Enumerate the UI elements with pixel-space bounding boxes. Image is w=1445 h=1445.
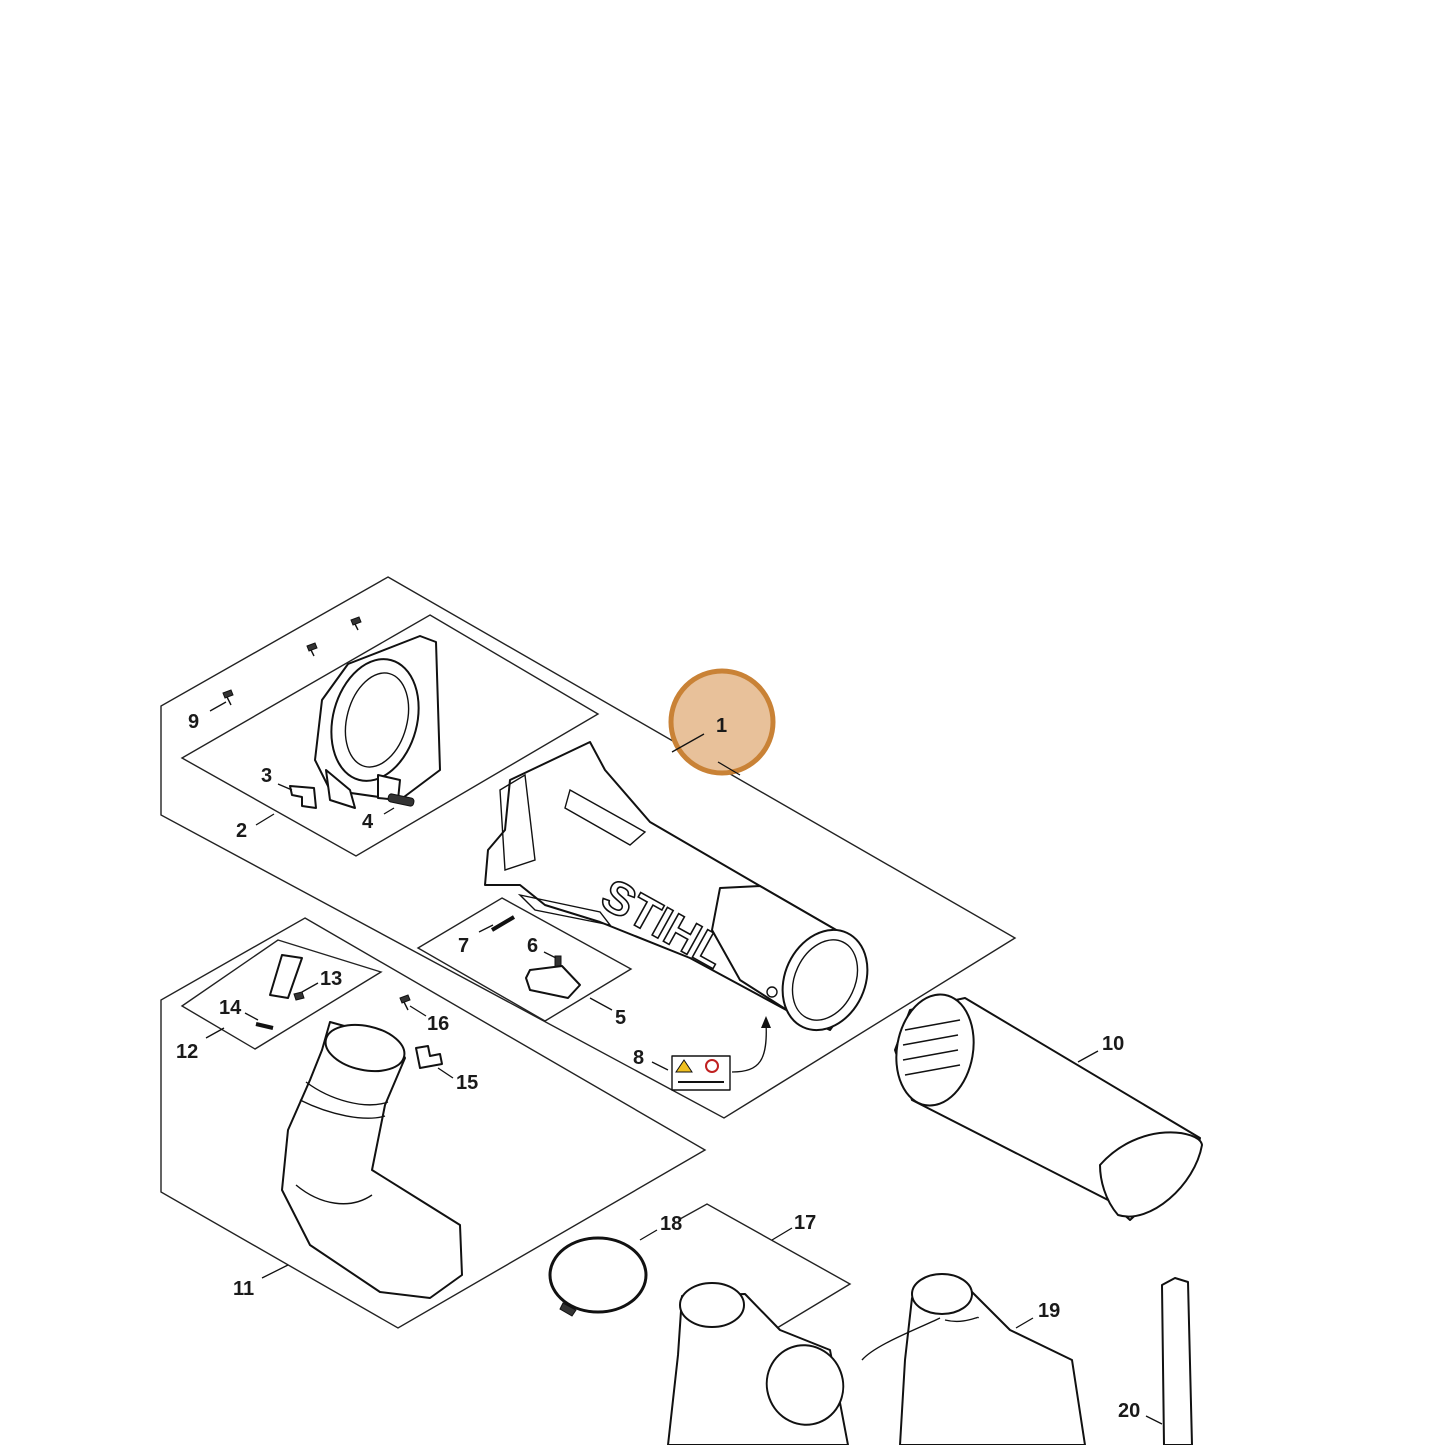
callout-11[interactable]: 11 bbox=[233, 1278, 254, 1300]
leader-lines bbox=[205, 701, 1163, 1425]
callout-13[interactable]: 13 bbox=[320, 968, 342, 990]
frame-part-11-group bbox=[160, 917, 707, 1329]
fan-housing-cover[interactable] bbox=[314, 635, 441, 809]
label-placement-arrow bbox=[731, 1021, 767, 1073]
frame-part-5-group bbox=[416, 897, 633, 1022]
callout-17[interactable]: 17 bbox=[794, 1212, 816, 1234]
canister-part-17[interactable] bbox=[667, 1282, 854, 1445]
warning-icon bbox=[675, 1059, 693, 1073]
callout-10[interactable]: 10 bbox=[1102, 1033, 1124, 1055]
callout-9[interactable]: 9 bbox=[188, 711, 199, 733]
selected-part-highlight[interactable] bbox=[668, 668, 776, 776]
frame-part-17-group bbox=[679, 1203, 852, 1329]
screw-part-13[interactable] bbox=[293, 991, 305, 1001]
clip-part-3[interactable] bbox=[289, 785, 317, 809]
callout-3[interactable]: 3 bbox=[261, 765, 272, 787]
callout-7[interactable]: 7 bbox=[458, 935, 469, 957]
callout-18[interactable]: 18 bbox=[660, 1213, 682, 1235]
bracket-part-5[interactable] bbox=[525, 965, 581, 999]
frame-part-2-group bbox=[180, 614, 600, 857]
callout-20[interactable]: 20 bbox=[1118, 1400, 1140, 1422]
frame-part-12-group bbox=[180, 939, 383, 1050]
callout-6[interactable]: 6 bbox=[527, 935, 538, 957]
callout-14[interactable]: 14 bbox=[219, 997, 242, 1019]
callout-12[interactable]: 12 bbox=[176, 1041, 198, 1063]
pin-part-14[interactable] bbox=[255, 1022, 274, 1030]
spring-part-4[interactable] bbox=[387, 793, 415, 807]
clip-part-15[interactable] bbox=[415, 1045, 443, 1069]
blower-tube-part-10[interactable] bbox=[888, 988, 1203, 1221]
warning-label-part-8[interactable] bbox=[671, 1055, 731, 1091]
arrow-head-icon bbox=[761, 1016, 771, 1028]
callout-2[interactable]: 2 bbox=[236, 820, 247, 842]
callout-8[interactable]: 8 bbox=[633, 1047, 644, 1069]
callout-15[interactable]: 15 bbox=[456, 1072, 478, 1094]
callout-19[interactable]: 19 bbox=[1038, 1300, 1060, 1322]
callout-4[interactable]: 4 bbox=[362, 811, 374, 833]
canister-part-19[interactable] bbox=[861, 1273, 1086, 1445]
callout-1[interactable]: 1 bbox=[716, 715, 727, 737]
hose-clamp-part-18[interactable] bbox=[548, 1236, 648, 1317]
callout-16[interactable]: 16 bbox=[427, 1013, 449, 1035]
blower-housing-part-1[interactable]: STIHL bbox=[484, 741, 883, 1044]
intake-elbow-part-11[interactable] bbox=[281, 1018, 463, 1299]
screw-part-16[interactable] bbox=[399, 994, 411, 1011]
pin-part-7[interactable] bbox=[490, 915, 516, 932]
rod-part-20[interactable] bbox=[1161, 1277, 1193, 1445]
latch-part-13[interactable] bbox=[269, 954, 303, 999]
screw-icon[interactable] bbox=[222, 616, 362, 706]
callout-5[interactable]: 5 bbox=[615, 1007, 626, 1029]
frame-blower-housing-group bbox=[160, 576, 1017, 1119]
